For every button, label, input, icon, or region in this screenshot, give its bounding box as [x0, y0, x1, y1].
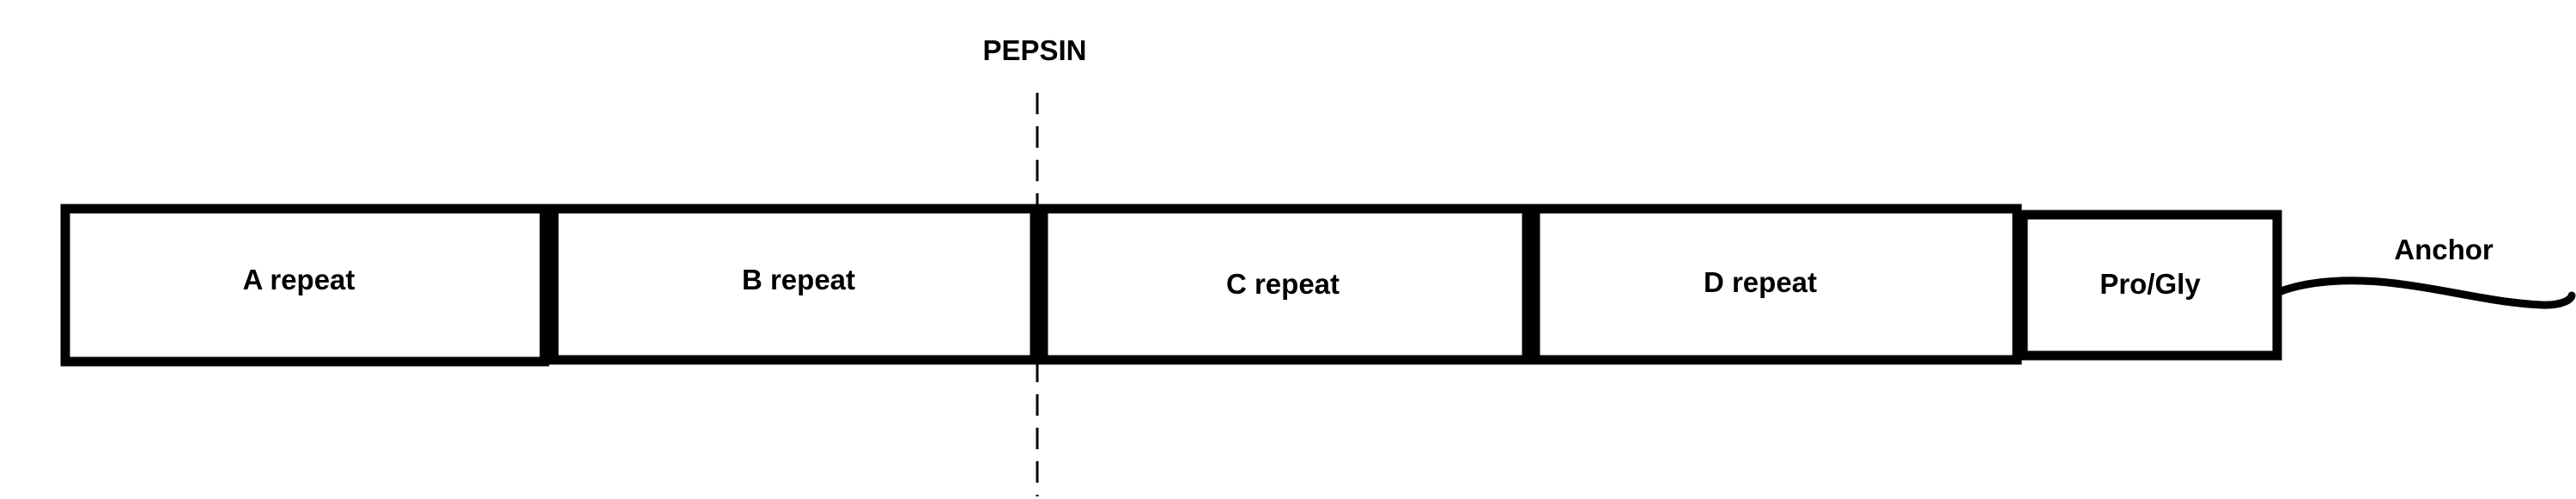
segment-b-repeat-label: B repeat	[742, 264, 855, 295]
pepsin-label: PEPSIN	[982, 34, 1086, 66]
anchor-label: Anchor	[2394, 234, 2494, 265]
segment-pro-gly-label: Pro/Gly	[2099, 268, 2201, 300]
segment-pro-gly-box	[2018, 210, 2282, 361]
segment-d-repeat-label: D repeat	[1704, 266, 1817, 298]
anchor-tail	[2275, 277, 2576, 309]
segment-c-repeat-label: C repeat	[1226, 268, 1340, 300]
segment-d-repeat-box	[1530, 204, 2022, 365]
segment-a-repeat-label: A repeat	[243, 264, 355, 295]
